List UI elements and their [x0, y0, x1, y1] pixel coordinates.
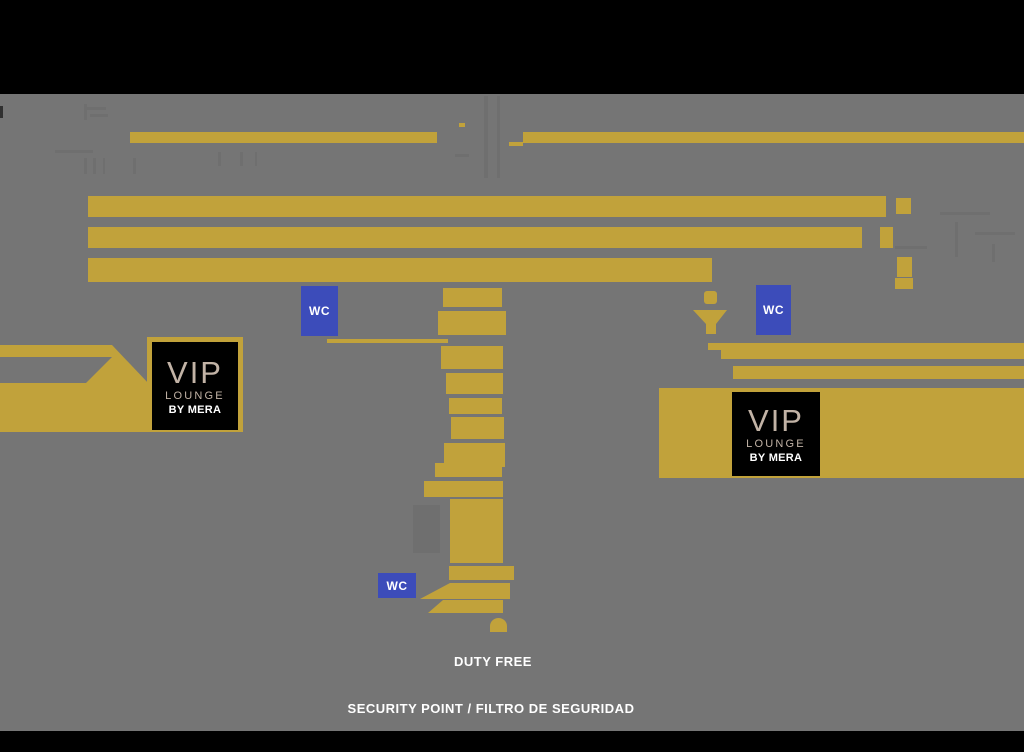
map-fragment [880, 227, 893, 248]
map-fragment [895, 278, 913, 289]
gate-row-1 [88, 196, 886, 217]
security-gate-arch-icon [490, 618, 507, 632]
map-fragment [896, 198, 911, 214]
right-wing-block [659, 388, 1024, 478]
map-edge-tick [0, 106, 3, 118]
vip-lounge-left-box: VIP LOUNGE BY MERA [152, 342, 238, 430]
person-icon [704, 291, 717, 304]
vip-lounge-brand: BY MERA [168, 403, 222, 416]
duty-free-label: DUTY FREE [454, 654, 532, 669]
right-wing-band-2 [733, 366, 1024, 379]
map-fragment [459, 123, 465, 127]
corridor-segment [443, 288, 502, 307]
security-point-label: SECURITY POINT / FILTRO DE SEGURIDAD [347, 701, 635, 716]
vip-lounge-subtitle: LOUNGE [165, 389, 225, 402]
corridor-segment-slanted [428, 600, 503, 613]
upper-concourse-right [523, 132, 1024, 143]
wc-label: WC [309, 304, 330, 318]
corridor-branch-line [327, 339, 448, 343]
upper-concourse-left [130, 132, 437, 143]
vip-lounge-title: VIP [167, 354, 223, 390]
corridor-segment [435, 463, 502, 477]
vip-lounge-brand: BY MERA [749, 451, 803, 464]
wc-sign-left: WC [301, 286, 338, 336]
wc-sign-bottom: WC [378, 573, 416, 598]
wc-sign-right: WC [756, 285, 791, 335]
corridor-segment [451, 417, 504, 439]
corridor-segment [441, 346, 503, 369]
corridor-segment [449, 398, 502, 414]
vip-lounge-subtitle: LOUNGE [746, 437, 806, 450]
corridor-segment [446, 373, 503, 394]
right-wing-band-1 [708, 343, 1024, 359]
wc-label: WC [763, 303, 784, 317]
person-icon [693, 310, 727, 334]
upper-concourse-step [509, 142, 523, 146]
gate-row-2 [88, 227, 862, 248]
faint-map-linework [55, 96, 1015, 553]
corridor-segment-slanted [420, 583, 510, 599]
corridor-segment [438, 311, 506, 335]
vip-lounge-title: VIP [748, 402, 804, 438]
corridor-segment [449, 566, 514, 580]
terminal-map: WC WC WC VIP LOUNGE BY MERA VIP LOUNGE B… [0, 94, 1024, 731]
wc-label: WC [386, 578, 408, 593]
vip-lounge-right-box: VIP LOUNGE BY MERA [732, 392, 820, 476]
gate-row-3 [88, 258, 712, 282]
left-wing-notch [0, 357, 112, 383]
corridor-segment [424, 481, 503, 497]
map-fragment [897, 257, 912, 277]
duty-free-block [450, 499, 503, 563]
